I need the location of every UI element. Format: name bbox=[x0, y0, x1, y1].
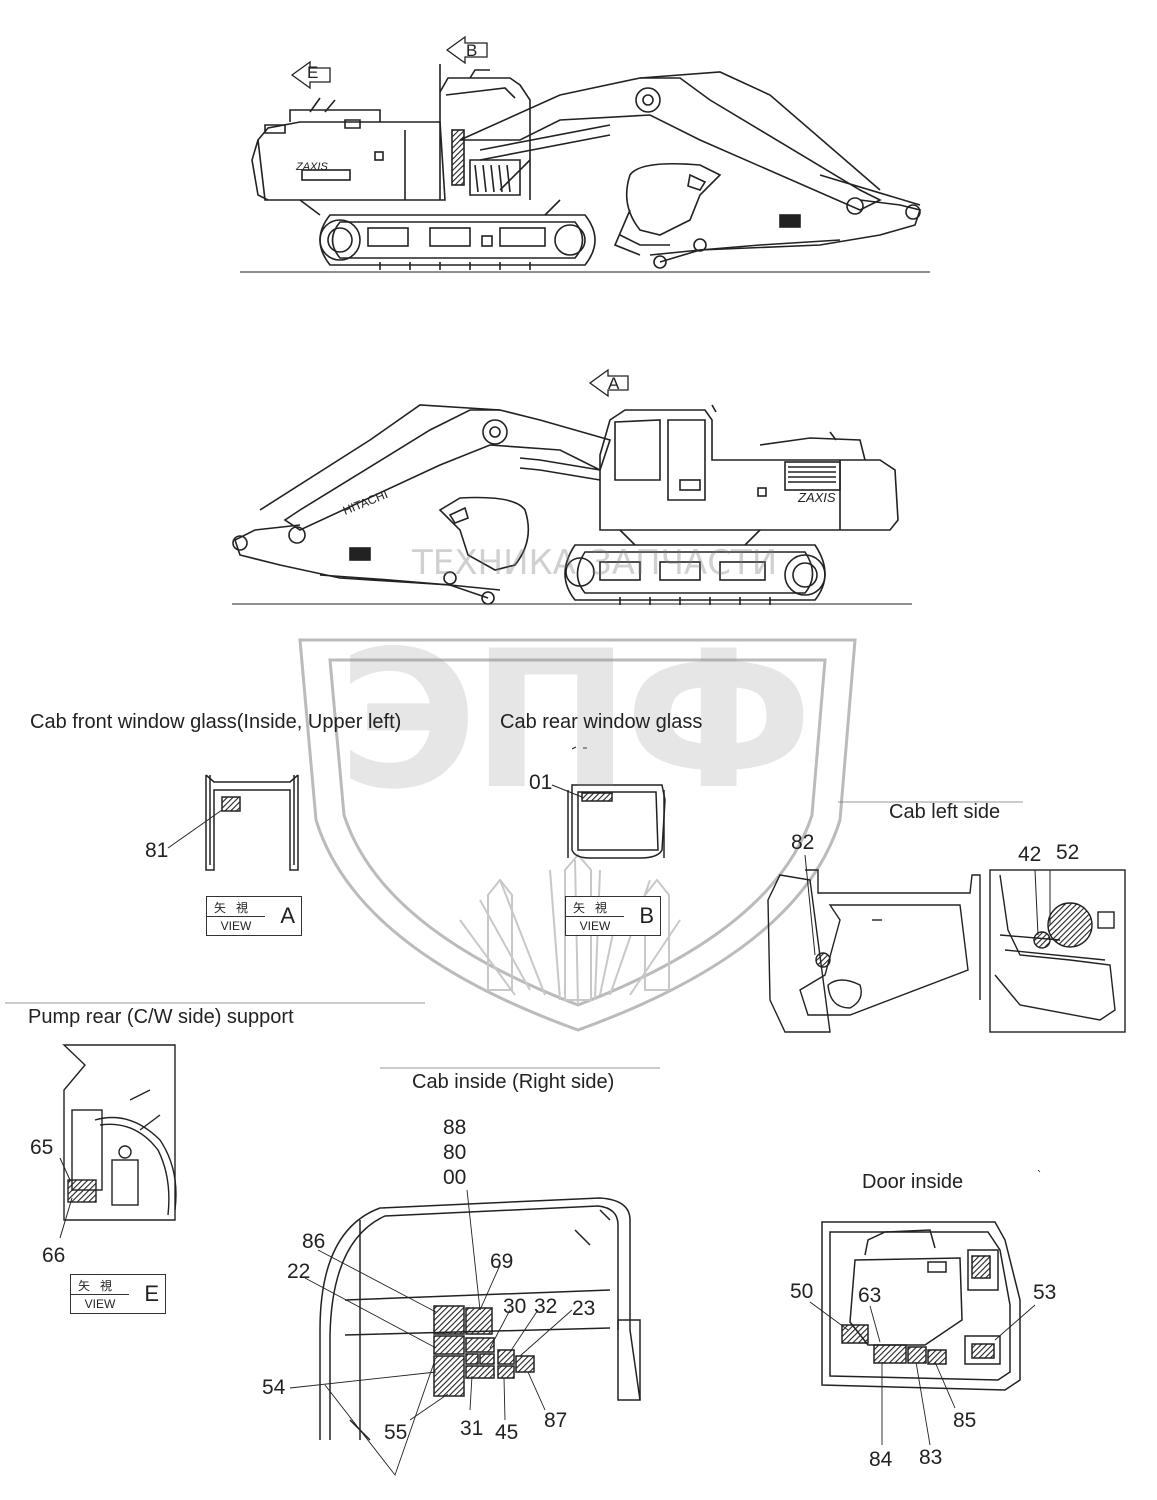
part-number-69: 69 bbox=[490, 1250, 514, 1273]
view-arrow-b bbox=[445, 35, 488, 65]
watermark-text-technika: ТЕХНИКА bbox=[412, 543, 576, 583]
view-box-b: 矢視 VIEW B bbox=[565, 896, 661, 936]
view-arrow-b-label: B bbox=[466, 41, 478, 60]
watermark-text-zapchasti: ЗАПЧАСТИ bbox=[590, 543, 778, 583]
part-number-01: 01 bbox=[529, 771, 553, 794]
door-inside-drawing bbox=[809, 1169, 1041, 1446]
part-number-65: 65 bbox=[30, 1136, 54, 1159]
part-number-00: 00 bbox=[443, 1166, 467, 1189]
view-box-a-letter: A bbox=[280, 903, 295, 928]
part-number-32: 32 bbox=[534, 1295, 558, 1318]
part-number-52: 52 bbox=[1056, 841, 1080, 864]
part-number-82: 82 bbox=[791, 831, 815, 854]
part-number-63: 63 bbox=[858, 1284, 882, 1307]
view-arrow-e bbox=[290, 60, 331, 90]
part-number-86: 86 bbox=[302, 1230, 326, 1253]
cab-left-side-drawing bbox=[767, 801, 1126, 1033]
part-number-88: 88 bbox=[443, 1116, 467, 1139]
cab-front-window-drawing bbox=[167, 774, 299, 871]
part-number-54: 54 bbox=[262, 1376, 286, 1399]
part-number-87: 87 bbox=[544, 1409, 568, 1432]
hitachi-logo: HITACHI bbox=[341, 487, 390, 518]
cab-rear-window-drawing bbox=[551, 746, 666, 859]
pump-rear-support-drawing bbox=[5, 1002, 425, 1239]
part-number-81: 81 bbox=[145, 839, 169, 862]
view-box-a: 矢視 VIEW A bbox=[206, 896, 302, 936]
view-box-b-jp: 矢視 bbox=[572, 901, 617, 915]
view-arrow-e-label: E bbox=[307, 63, 319, 82]
part-number-84: 84 bbox=[869, 1448, 893, 1471]
part-number-30: 30 bbox=[503, 1295, 527, 1318]
view-box-b-en: VIEW bbox=[566, 916, 624, 933]
part-number-22: 22 bbox=[287, 1260, 311, 1283]
part-number-85: 85 bbox=[953, 1409, 977, 1432]
part-number-23: 23 bbox=[572, 1297, 596, 1320]
view-box-e-letter: E bbox=[144, 1281, 159, 1306]
part-number-53: 53 bbox=[1033, 1281, 1057, 1304]
caption-cab-left-side: Cab left side bbox=[889, 801, 1001, 823]
caption-cab-rear-window: Cab rear window glass bbox=[500, 711, 703, 733]
caption-pump-rear-support: Pump rear (C/W side) support bbox=[28, 1006, 294, 1028]
caption-door-inside: Door inside bbox=[862, 1171, 964, 1193]
watermark-logo: ЭПФ bbox=[338, 610, 813, 831]
view-box-b-letter: B bbox=[639, 903, 654, 928]
part-number-31: 31 bbox=[460, 1417, 484, 1440]
cab-inside-right-drawing bbox=[289, 1067, 660, 1476]
zaxis-logo-top: ZAXIS bbox=[295, 161, 328, 173]
part-number-80: 80 bbox=[443, 1141, 467, 1164]
view-arrow-a-label: A bbox=[608, 374, 620, 393]
caption-cab-inside-right: Cab inside (Right side) bbox=[412, 1071, 615, 1093]
part-number-66: 66 bbox=[42, 1244, 66, 1267]
view-box-e-jp: 矢視 bbox=[77, 1279, 122, 1293]
part-number-55: 55 bbox=[384, 1421, 408, 1444]
caption-cab-front-window: Cab front window glass(Inside, Upper lef… bbox=[30, 711, 402, 733]
part-number-83: 83 bbox=[919, 1446, 943, 1469]
view-box-e: 矢視 VIEW E bbox=[70, 1274, 166, 1314]
part-number-45: 45 bbox=[495, 1421, 519, 1444]
excavator-side-view-right: ZAXIS bbox=[240, 64, 930, 273]
view-box-a-en: VIEW bbox=[207, 916, 265, 933]
part-number-42: 42 bbox=[1018, 843, 1042, 866]
zaxis-logo-side: ZAXIS bbox=[797, 490, 836, 505]
view-box-a-jp: 矢視 bbox=[213, 901, 258, 915]
view-arrow-a bbox=[588, 368, 629, 398]
part-number-50: 50 bbox=[790, 1280, 814, 1303]
view-box-e-en: VIEW bbox=[71, 1294, 129, 1311]
